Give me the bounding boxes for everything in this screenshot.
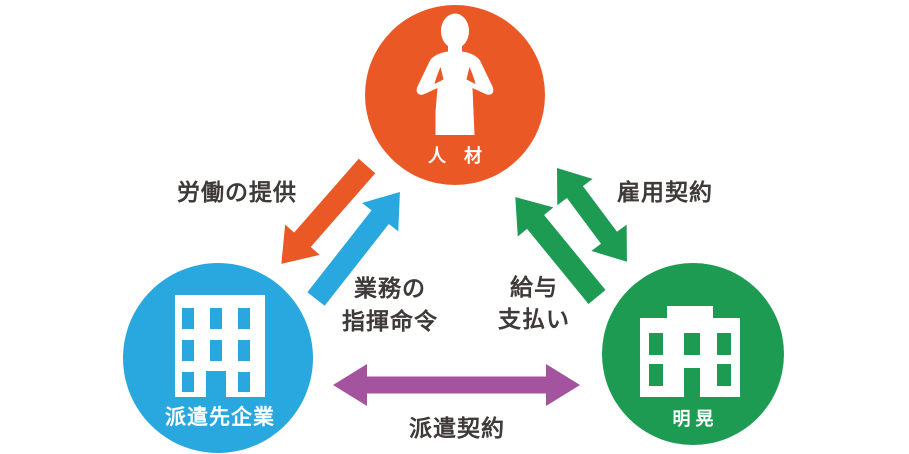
- salary-payment-arrow: [515, 197, 606, 304]
- work-direction-label-line1: 業務の: [354, 275, 426, 301]
- labor-provision-arrow: [281, 158, 376, 264]
- person-icon: [416, 13, 494, 135]
- node-company-label: 明 晃: [672, 409, 714, 429]
- salary-payment-label-line2: 支払い: [498, 306, 570, 332]
- office-building-icon: [175, 295, 265, 397]
- salary-payment-label-line1: 給与: [510, 274, 558, 300]
- company-building-icon: [640, 306, 740, 397]
- work-direction-arrow: [307, 191, 400, 306]
- work-direction-label: 業務の 指揮命令: [300, 272, 480, 338]
- labor-provision-label: 労働の提供: [177, 179, 297, 205]
- node-person-label: 人 材: [428, 146, 482, 166]
- employment-contract-label: 雇用契約: [617, 179, 713, 205]
- dispatch-contract-label: 派遣契約: [409, 415, 505, 441]
- dispatch-contract-arrow: [333, 364, 580, 406]
- employment-contract-arrow: [557, 168, 627, 262]
- work-direction-label-line2: 指揮命令: [342, 308, 438, 334]
- salary-payment-label: 給与 支払い: [444, 271, 624, 335]
- node-client-label: 派遣先企業: [165, 406, 275, 429]
